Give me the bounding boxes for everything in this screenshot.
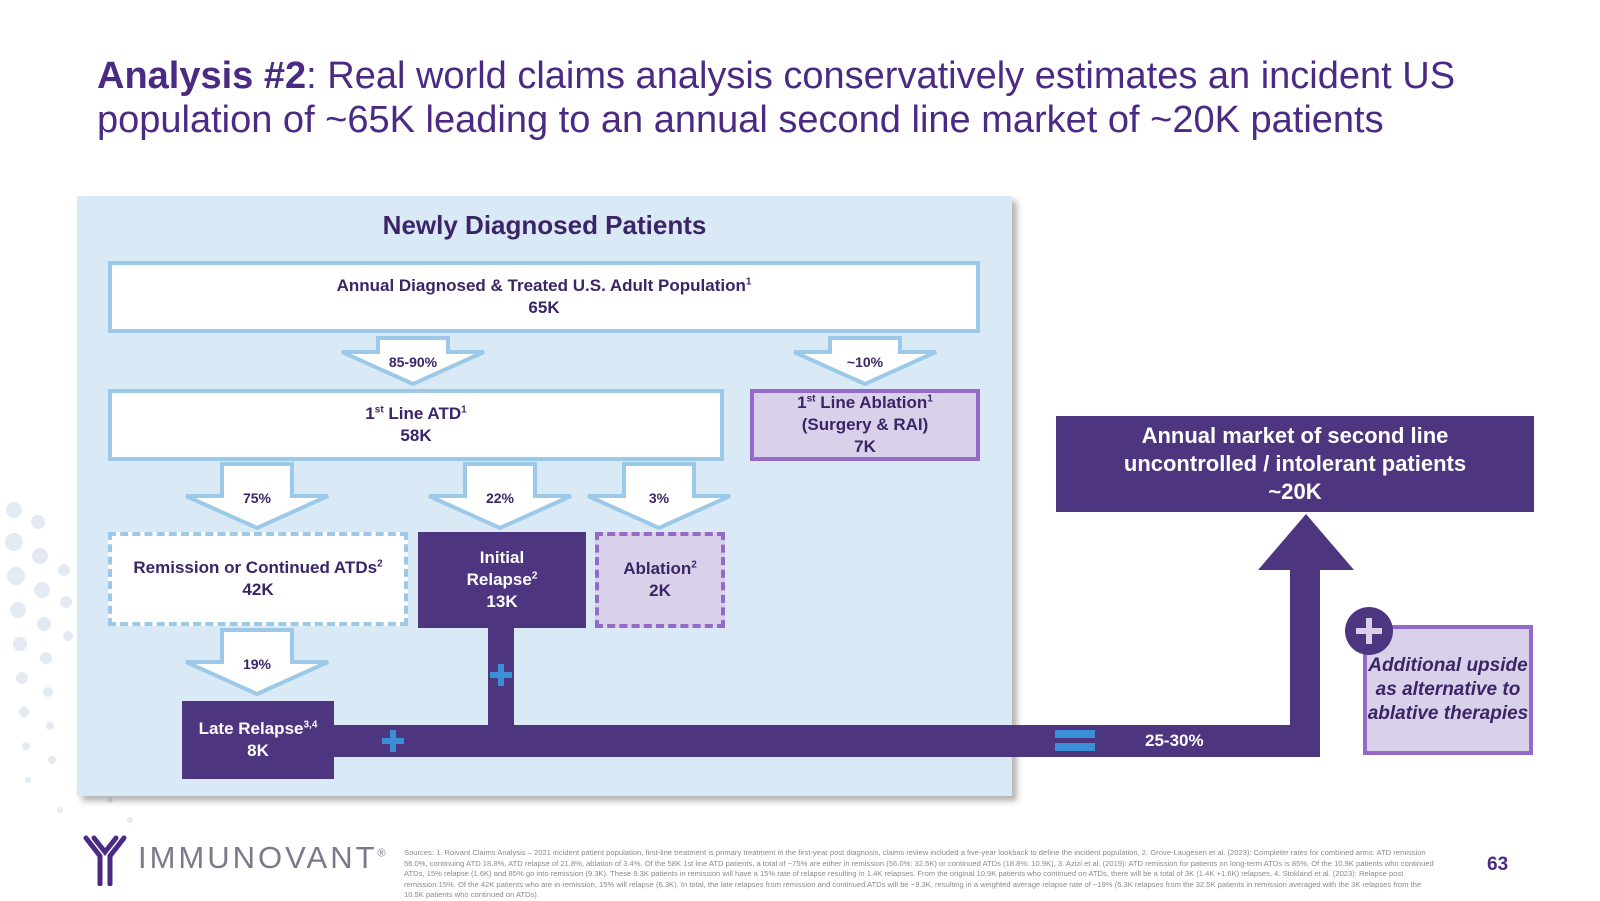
arrow-down-icon [341,336,485,386]
ablation1-presup: st [806,393,816,405]
upward-flow-bar [1290,566,1320,757]
market-value: ~20K [1268,479,1322,504]
dot-pattern-decoration [5,502,133,823]
ablation1-line2: (Surgery & RAI) [801,415,929,434]
pct-ablation2-label: 3% [648,490,670,506]
population-value: 65K [528,298,560,317]
late-sup: 3,4 [303,719,318,731]
pct-late-label: 19% [242,656,272,672]
remission-sup: 2 [377,558,383,570]
arrow-down-icon [185,462,329,530]
late-value: 8K [247,741,269,760]
pct-atd-label: 85-90% [388,354,438,370]
title-bold: Analysis #2 [97,55,307,97]
plus-icon [382,730,404,752]
arrow-down-icon [793,336,937,386]
footnote-sources: Sources: 1. Roivant Claims Analysis – 20… [404,848,1434,899]
market-line1: Annual market of second line [1141,423,1449,448]
ablation-box: Ablation2 2K [595,532,725,628]
relapse-line2: Relapse [466,570,532,589]
ablation2-label: Ablation [623,559,692,578]
arrow-down-icon [587,462,731,530]
title-rest: : Real world claims analysis conservativ… [97,55,1456,141]
page-number: 63 [1487,854,1509,875]
remission-box: Remission or Continued ATDs2 42K [108,532,408,626]
pct-ablation-label: ~10% [846,354,884,370]
ablation1-sup: 1 [927,393,933,405]
remission-value: 42K [242,580,274,599]
upside-text: Additional upside as alternative to abla… [1367,655,1529,724]
plus-icon [490,664,512,686]
population-label-line: Annual Diagnosed & Treated U.S. Adult Po… [337,275,752,297]
slide-title: Analysis #2: Real world claims analysis … [97,54,1557,142]
population-box: Annual Diagnosed & Treated U.S. Adult Po… [108,261,980,333]
relapse-sup: 2 [531,570,538,582]
remission-label-line: Remission or Continued ATDs2 [133,557,382,579]
ablation1-value: 7K [854,437,876,456]
ablation2-label-line: Ablation2 [623,558,697,580]
arrow-up-icon [1258,514,1354,570]
first-line-atd-box: 1st Line ATD1 58K [108,389,724,461]
atd-label-line: 1st Line ATD1 [365,403,466,425]
late-relapse-box: Late Relapse3,4 8K [182,701,334,779]
ablation1-label-line: 1st Line Ablation1 [797,392,933,414]
immunovant-logo-text: IMMUNOVANT® [138,840,389,876]
equals-icon [1055,730,1095,751]
logo-word: IMMUNOVANT [138,840,378,875]
pct-relapse-label: 22% [485,490,515,506]
pct-remission-label: 75% [242,490,272,506]
immunovant-logo-icon [83,835,127,886]
population-sup: 1 [745,276,752,288]
population-label: Annual Diagnosed & Treated U.S. Adult Po… [336,276,746,295]
remission-label: Remission or Continued ATDs [133,558,378,577]
atd-sup: 1 [461,404,467,416]
relapse-value: 13K [486,592,518,611]
atd-value: 58K [400,426,432,445]
plus-circle-icon [1345,607,1393,655]
main-flow-bar [330,725,1320,757]
annual-market-box: Annual market of second line uncontrolle… [1056,416,1534,512]
late-label-line: Late Relapse3,4 [199,718,318,740]
ablation2-sup: 2 [691,559,697,571]
atd-pre: 1 [365,404,375,423]
atd-presup: st [374,404,384,416]
first-line-ablation-box: 1st Line Ablation1 (Surgery & RAI) 7K [750,389,980,461]
ablation2-value: 2K [649,581,671,600]
flow-pct-label: 25-30% [1145,731,1204,750]
arrow-down-icon [428,462,572,530]
arrow-down-icon [185,628,329,696]
ablation1-pre: 1 [797,393,807,412]
relapse-line2-wrap: Relapse2 [467,569,538,591]
ablation1-label: Line Ablation [815,393,928,412]
panel-title: Newly Diagnosed Patients [382,210,707,240]
relapse-line1: Initial [479,548,525,567]
atd-label: Line ATD [383,404,462,423]
logo-mark: ® [377,847,389,860]
market-line2: uncontrolled / intolerant patients [1123,451,1467,476]
initial-relapse-box: Initial Relapse2 13K [418,532,586,628]
additional-upside-box: Additional upside as alternative to abla… [1363,625,1533,755]
late-label: Late Relapse [198,719,304,738]
